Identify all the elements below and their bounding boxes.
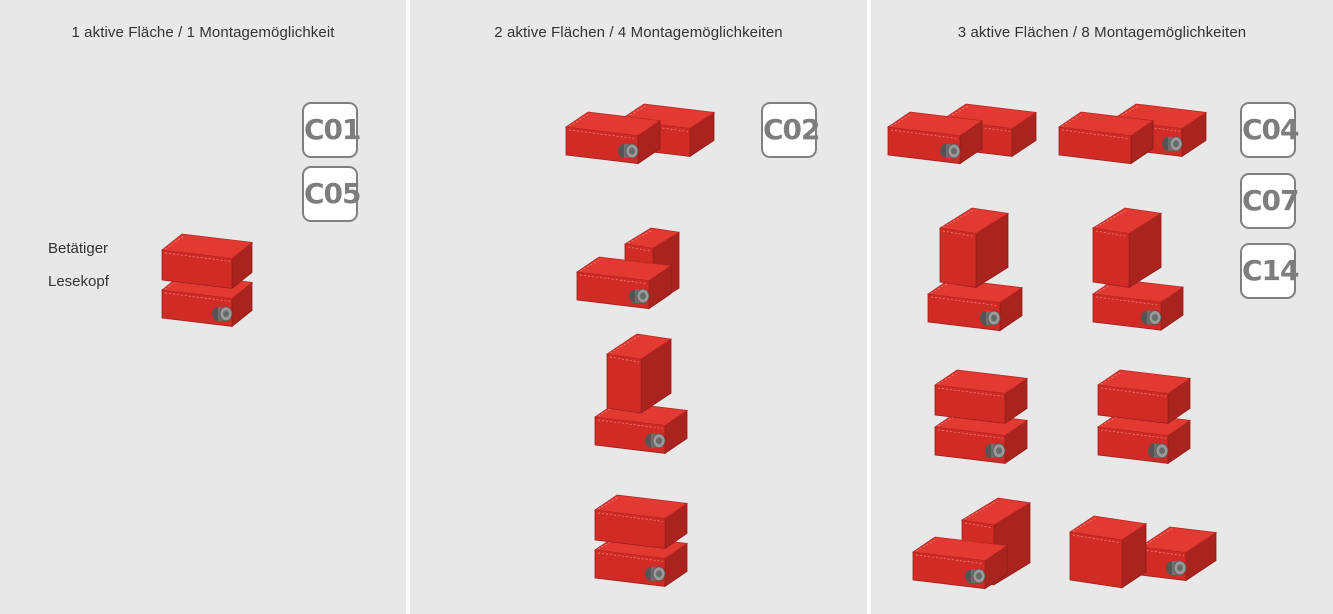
badge-c04: C04 bbox=[1240, 102, 1300, 158]
sensor-block-icon bbox=[593, 401, 689, 455]
connector-icon bbox=[980, 310, 1001, 326]
connector-icon bbox=[1166, 560, 1187, 576]
connector-icon bbox=[985, 443, 1006, 459]
sensor-block-icon bbox=[926, 278, 1024, 332]
sensor-block-icon bbox=[911, 536, 1009, 590]
panel-title: 3 aktive Flächen / 8 Montagemöglichkeite… bbox=[957, 24, 1247, 41]
connector-icon bbox=[1162, 136, 1183, 152]
sensor-block-icon bbox=[564, 111, 662, 165]
actuator-block-icon bbox=[593, 494, 689, 550]
badge-c01: C01 bbox=[302, 102, 362, 158]
read-head-label: Lesekopf bbox=[48, 273, 109, 290]
connector-icon bbox=[629, 288, 650, 304]
connector-icon bbox=[645, 433, 666, 449]
connector-icon bbox=[940, 143, 961, 159]
sensor-block-icon bbox=[933, 411, 1029, 465]
actuator-block-icon bbox=[938, 207, 1010, 289]
actuator-block-icon bbox=[161, 233, 253, 290]
sensor-block-icon bbox=[575, 256, 673, 310]
connector-icon bbox=[1141, 310, 1162, 325]
badge-c14: C14 bbox=[1240, 243, 1300, 299]
actuator-label: Betätiger bbox=[48, 240, 109, 257]
sensor-block-icon bbox=[1057, 111, 1155, 165]
connector-icon bbox=[212, 306, 233, 322]
connector-icon bbox=[965, 568, 986, 584]
badge-c02: C02 bbox=[761, 102, 821, 158]
sensor-block-icon bbox=[1138, 526, 1218, 582]
connector-icon bbox=[645, 566, 666, 582]
actuator-block-icon bbox=[1096, 369, 1192, 425]
badge-c05: C05 bbox=[302, 166, 362, 222]
sensor-block-icon bbox=[1091, 278, 1185, 331]
actuator-block-icon bbox=[933, 369, 1029, 425]
actuator-block-icon bbox=[1068, 515, 1148, 589]
connector-icon bbox=[1148, 443, 1169, 459]
badge-c07: C07 bbox=[1240, 173, 1300, 229]
panel-title: 2 aktive Flächen / 4 Montagemöglichkeite… bbox=[494, 24, 783, 41]
connector-icon bbox=[618, 143, 639, 159]
sensor-block-icon bbox=[886, 111, 984, 165]
actuator-block-icon bbox=[1091, 207, 1163, 289]
actuator-block-icon bbox=[605, 333, 673, 414]
panel-title: 1 aktive Fläche / 1 Montagemöglichkeit bbox=[71, 24, 335, 41]
